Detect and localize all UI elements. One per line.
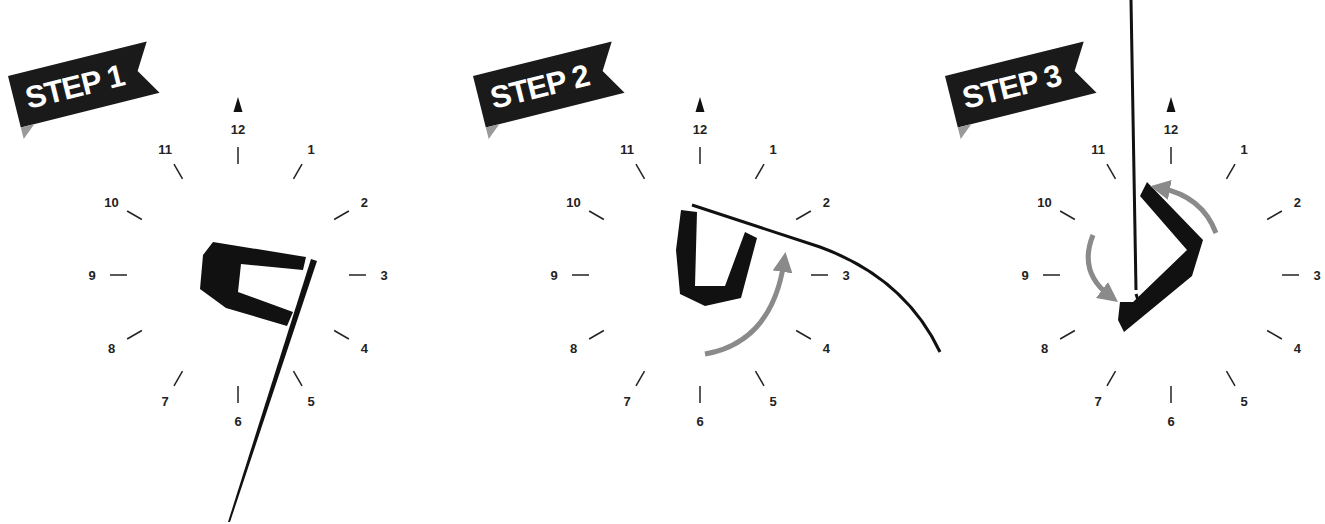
clock-number: 3 <box>380 268 387 283</box>
clock-number: 5 <box>307 394 314 409</box>
clock-tick <box>1267 331 1282 340</box>
vaulter-silhouette <box>1118 182 1203 332</box>
clock-number: 2 <box>361 195 368 210</box>
clock-number: 10 <box>566 195 580 210</box>
clock-number: 6 <box>1167 414 1174 429</box>
clock-tick <box>349 274 366 276</box>
step-banner: STEP 1 <box>8 41 160 127</box>
clock-tick <box>811 274 828 276</box>
clock-number: 1 <box>769 141 776 156</box>
clock-tick <box>1170 147 1172 164</box>
vaulter-silhouette <box>200 242 306 326</box>
clock-number: 3 <box>842 268 849 283</box>
step-title: STEP 3 <box>945 41 1097 127</box>
clock-tick <box>589 211 604 220</box>
clock-tick <box>127 331 142 340</box>
clock-ticks <box>110 97 1299 403</box>
clock-tick <box>1267 211 1282 220</box>
clock-tick <box>174 371 183 386</box>
clock-number: 3 <box>1313 268 1320 283</box>
clock-tick <box>1282 274 1299 276</box>
banner-ribbon <box>473 41 625 127</box>
clock-number: 8 <box>1041 341 1048 356</box>
motion-arrow <box>1160 188 1216 233</box>
clock-tick <box>572 274 589 276</box>
clock-tick <box>756 164 765 179</box>
clock-number: 10 <box>104 195 118 210</box>
clock-tick <box>294 164 303 179</box>
clock-number: 11 <box>158 141 172 156</box>
clock-tick <box>1060 211 1075 220</box>
clock-number: 5 <box>769 394 776 409</box>
motion-arrow <box>705 262 784 354</box>
clock-tick <box>334 331 349 340</box>
clock-number: 11 <box>1091 141 1105 156</box>
clock-tick <box>699 386 701 403</box>
clock-number: 9 <box>88 268 95 283</box>
clock-number: 2 <box>823 195 830 210</box>
clock-number: 4 <box>1294 341 1301 356</box>
vault-pole <box>1131 0 1136 290</box>
clock-number: 11 <box>620 141 634 156</box>
clock-number: 6 <box>234 414 241 429</box>
clock-tick <box>237 386 239 403</box>
clock-number: 12 <box>693 122 707 137</box>
clock-number: 10 <box>1037 195 1051 210</box>
direction-pointer <box>234 97 243 112</box>
clock-tick <box>796 211 811 220</box>
clock-number: 8 <box>108 341 115 356</box>
clock-tick <box>1227 371 1236 386</box>
step-banner: STEP 2 <box>473 41 625 127</box>
clock-number: 4 <box>361 341 368 356</box>
clock-tick <box>174 164 183 179</box>
clock-tick <box>1043 274 1060 276</box>
clock-number: 12 <box>1164 122 1178 137</box>
clock-tick <box>1107 371 1116 386</box>
clock-number: 7 <box>161 394 168 409</box>
clock-tick <box>1170 386 1172 403</box>
motion-arrow <box>1088 235 1110 296</box>
clock-tick <box>636 164 645 179</box>
clock-tick <box>237 147 239 164</box>
step-title: STEP 1 <box>8 41 160 127</box>
clock-number: 1 <box>307 141 314 156</box>
clock-tick <box>1107 164 1116 179</box>
direction-pointer <box>696 97 705 112</box>
clock-number: 4 <box>823 341 830 356</box>
clock-number: 8 <box>570 341 577 356</box>
clock-tick <box>756 371 765 386</box>
clock-number: 7 <box>623 394 630 409</box>
clock-tick <box>294 371 303 386</box>
clock-number: 12 <box>231 122 245 137</box>
clock-number: 9 <box>550 268 557 283</box>
step-banner: STEP 3 <box>945 41 1097 127</box>
banner-ribbon <box>8 41 160 127</box>
step-title: STEP 2 <box>473 41 625 127</box>
banner-fold <box>486 124 502 139</box>
clock-number: 1 <box>1240 141 1247 156</box>
banner-fold <box>958 124 974 139</box>
direction-pointer <box>1167 97 1176 112</box>
clock-tick <box>1060 331 1075 340</box>
clock-number: 9 <box>1021 268 1028 283</box>
clock-number: 5 <box>1240 394 1247 409</box>
clock-tick <box>334 211 349 220</box>
clock-tick <box>636 371 645 386</box>
clock-tick <box>110 274 127 276</box>
banner-fold <box>21 124 37 139</box>
clock-tick <box>699 147 701 164</box>
clock-tick <box>127 211 142 220</box>
clock-tick <box>1227 164 1236 179</box>
clock-tick <box>589 331 604 340</box>
clock-number: 2 <box>1294 195 1301 210</box>
clock-number: 6 <box>696 414 703 429</box>
clock-tick <box>796 331 811 340</box>
vaulter-silhouette <box>676 210 757 306</box>
banner-ribbon <box>945 41 1097 127</box>
clock-number: 7 <box>1094 394 1101 409</box>
